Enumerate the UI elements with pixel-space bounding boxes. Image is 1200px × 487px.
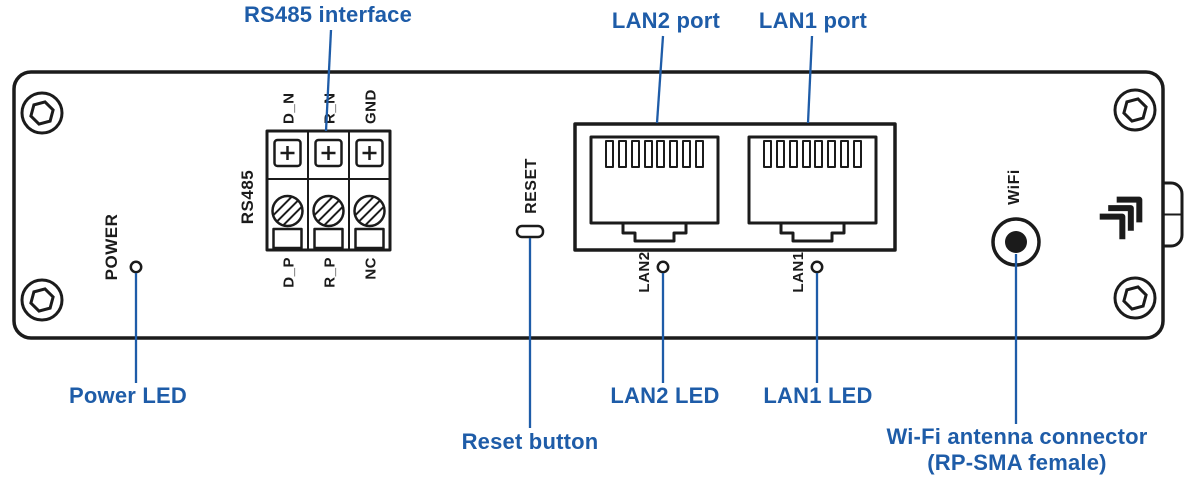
leader-line-rs485 (324, 29, 333, 132)
pin-label-dn: D_N (281, 92, 298, 124)
terminal-block-body (265, 129, 392, 252)
callout-power-led: Power LED (69, 383, 187, 408)
lan1-panel-label: LAN1 (790, 251, 807, 292)
terminal-screws-top (273, 138, 384, 168)
wifi-antenna-label-line1: Wi-Fi antenna connector (886, 424, 1148, 449)
panel-body (12, 70, 1165, 340)
pin-label-gnd: GND (363, 89, 380, 124)
pin-label-rp: R_P (322, 257, 339, 288)
callout-lan1-led: LAN1 LED (763, 383, 873, 408)
callout-lan2-port: LAN2 port (611, 8, 721, 33)
wifi-antenna-label-line2: (RP-SMA female) (927, 449, 1107, 475)
ethernet-block (573, 122, 897, 252)
callout-reset-button: Reset button (461, 429, 599, 454)
power-panel-label: POWER (102, 214, 121, 281)
pin-label-dp: D_P (281, 257, 298, 288)
rs485-panel-label: RS485 (238, 170, 257, 224)
lan2-led (656, 260, 670, 274)
callout-wifi-antenna: Wi-Fi antenna connector (RP-SMA female) (886, 424, 1147, 476)
lan2-port-pins (605, 140, 704, 168)
callout-lan2-led: LAN2 LED (610, 383, 720, 408)
lan1-port-latch (779, 223, 846, 243)
pin-label-nc: NC (363, 257, 380, 280)
terminal-screws-bottom (271, 194, 386, 250)
rs485-terminal-block: RS485 (238, 89, 392, 288)
reset-panel-label: RESET (523, 158, 540, 214)
lan2-panel-label: LAN2 (636, 251, 653, 292)
power-led (129, 260, 143, 274)
lan1-led (810, 260, 824, 274)
lan2-port-latch (621, 223, 688, 243)
callout-lan1-port: LAN1 port (758, 8, 868, 33)
lan2-port (589, 135, 720, 243)
reset-button (515, 224, 545, 239)
ethernet-block-body (573, 122, 897, 252)
brand-logo-icon (1099, 196, 1143, 240)
wifi-panel-label: WiFi (1006, 169, 1023, 205)
pin-label-rn: R_N (322, 92, 339, 124)
lan1-port (747, 135, 878, 243)
leader-line-lan2-port (655, 35, 665, 124)
leader-line-lan1-port (806, 35, 814, 124)
callout-rs485-interface: RS485 interface (243, 2, 413, 27)
lan1-port-pins (763, 140, 862, 168)
